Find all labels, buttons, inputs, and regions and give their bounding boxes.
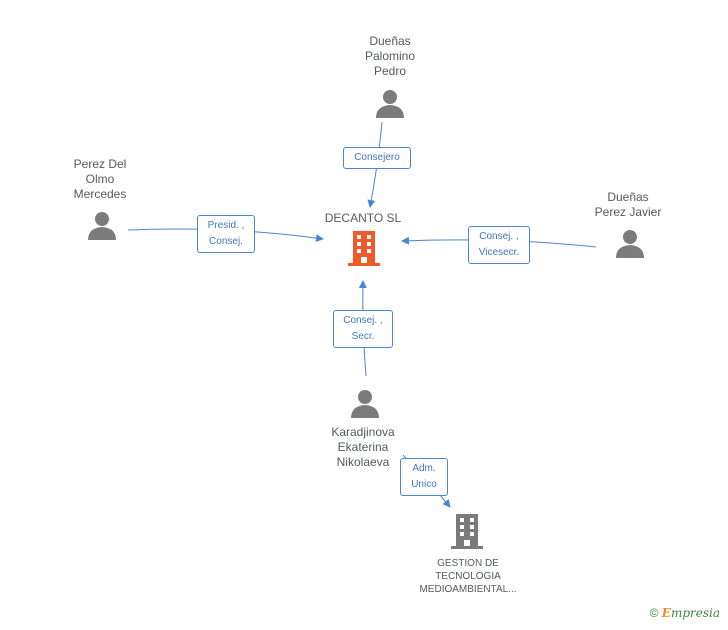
person-icon[interactable] [87, 211, 117, 241]
edge-label-right[interactable]: Consej. , Vicesecr. [468, 226, 530, 264]
person-name-top: Dueñas Palomino Pedro [364, 34, 416, 78]
person-icon[interactable] [375, 89, 405, 119]
brand-footer: © Empresia [650, 606, 720, 620]
person-name-bottom: Karadjinova Ekaterina Nikolaeva [331, 425, 395, 469]
building-icon[interactable] [451, 514, 485, 550]
person-name-right: Dueñas Perez Javier [594, 190, 662, 219]
person-icon[interactable] [350, 389, 380, 419]
edge-label-top[interactable]: Consejero [343, 147, 411, 169]
edge-label-sub[interactable]: Adm. Unico [400, 458, 448, 496]
brand-logo: Empresia [661, 606, 720, 620]
copyright-symbol: © [649, 606, 659, 620]
sub-company-name: GESTION DE TECNOLOGIA MEDIOAMBIENTAL... [419, 558, 517, 595]
center-company-name: DECANTO SL [324, 211, 402, 225]
building-icon[interactable] [348, 231, 382, 267]
edge-label-bottom[interactable]: Consej. , Secr. [333, 310, 393, 348]
edge-label-left[interactable]: Presid. , Consej. [197, 215, 255, 253]
person-name-left: Perez Del Olmo Mercedes [73, 157, 127, 201]
person-icon[interactable] [615, 229, 645, 259]
